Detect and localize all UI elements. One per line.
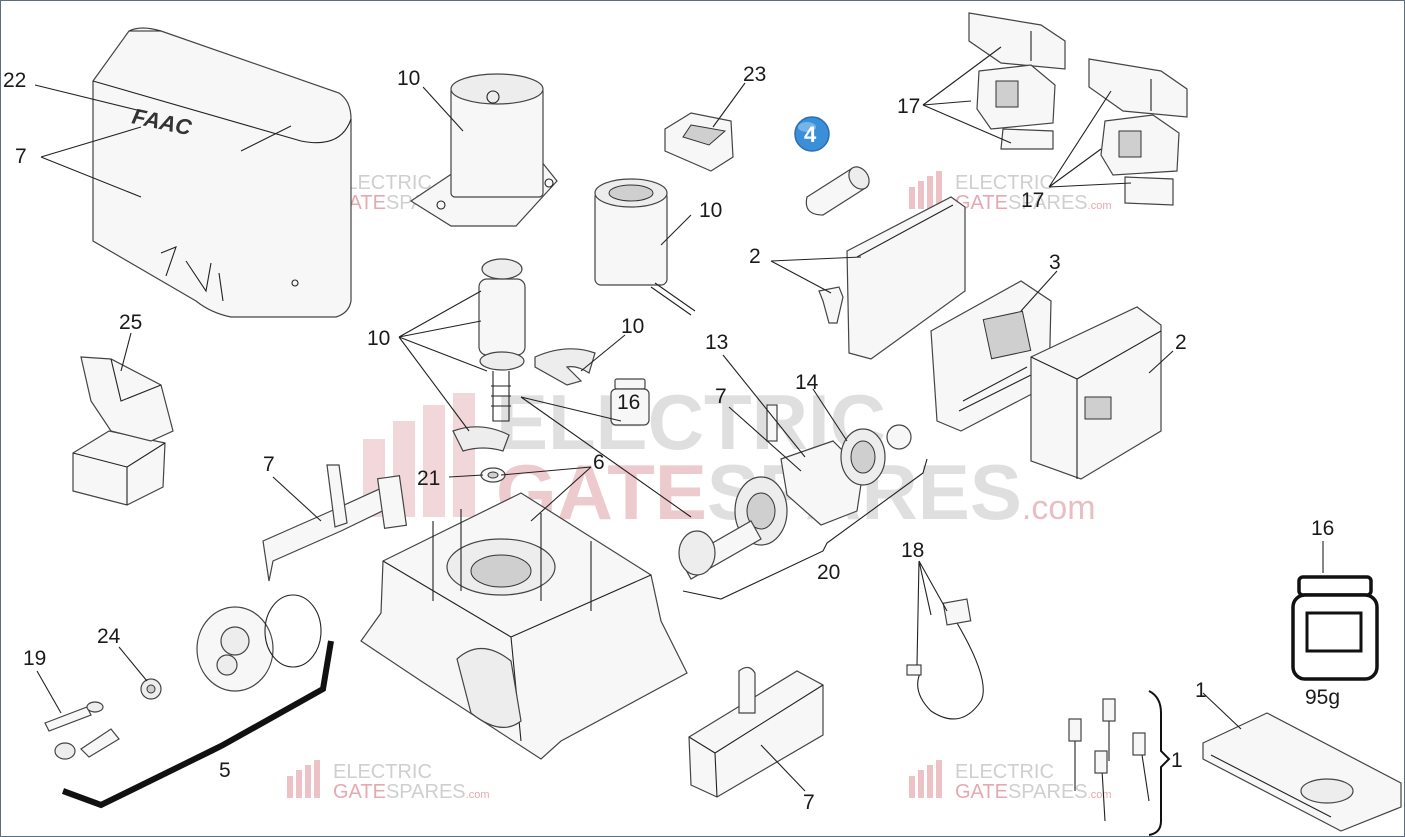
callout-23: 23 <box>743 63 766 86</box>
part-washer[interactable] <box>480 467 506 483</box>
bracket-fittings <box>1148 690 1171 836</box>
callout-10-seal: 10 <box>621 315 644 338</box>
callout-21: 21 <box>417 467 440 490</box>
callout-25: 25 <box>119 311 142 334</box>
callout-22: 22 <box>3 69 26 92</box>
callout-18: 18 <box>901 539 924 562</box>
part-seal-rings[interactable] <box>452 348 596 452</box>
callout-7-weight: 7 <box>803 791 815 814</box>
watermark-bl-spares: SPARES <box>386 781 466 803</box>
callout-10-rotor: 10 <box>367 327 390 350</box>
watermark-tr-line1: ELECTRIC <box>955 172 1054 194</box>
part-grease-jar-large[interactable]: 95g <box>1291 575 1379 709</box>
watermark-bl-line1: ELECTRIC <box>333 761 432 783</box>
part-counterweight[interactable] <box>688 666 824 798</box>
part-stator[interactable] <box>594 178 696 316</box>
callout-10-stator: 10 <box>699 199 722 222</box>
callout-1-plate: 1 <box>1195 679 1207 702</box>
watermark-br-spares: SPARES <box>1008 781 1088 803</box>
callout-7-cover: 7 <box>15 145 27 168</box>
callout-17-upper: 17 <box>897 95 920 118</box>
svg-text:GATESPARES.com: GATESPARES.com <box>333 781 489 803</box>
part-cable-fittings[interactable] <box>1068 698 1150 822</box>
callout-17-lower: 17 <box>1021 189 1044 212</box>
svg-text:GATESPARES.com: GATESPARES.com <box>955 192 1111 214</box>
jar-weight-label: 95g <box>1305 686 1340 709</box>
callout-16-large: 16 <box>1311 517 1334 540</box>
watermark-br-line1: ELECTRIC <box>955 761 1054 783</box>
part-gear-assembly[interactable] <box>678 404 912 580</box>
part-board-cover[interactable] <box>818 196 966 360</box>
part-packaging-box[interactable] <box>72 356 174 506</box>
callout-19: 19 <box>23 647 46 670</box>
callout-16-small: 16 <box>617 391 640 414</box>
part-gearbox-housing[interactable] <box>360 492 688 760</box>
part-capacitor[interactable] <box>805 163 873 216</box>
callout-labels: 22 7 10 23 17 10 17 2 3 2 25 10 10 16 13… <box>3 63 1334 814</box>
part-grease-jar-small[interactable] <box>610 378 650 426</box>
callout-3: 3 <box>1049 251 1061 274</box>
part-control-board[interactable] <box>930 280 1052 432</box>
callout-2-cover: 2 <box>749 245 761 268</box>
badge-number: 4 <box>804 122 817 147</box>
part-rotor[interactable] <box>478 258 526 422</box>
watermark-bottom-left: ELECTRIC GATESPARES.com <box>287 760 489 803</box>
part-number-badge[interactable]: 4 <box>794 116 830 152</box>
callout-10-motor: 10 <box>397 67 420 90</box>
watermark-tr-gate: GATE <box>955 192 1008 214</box>
part-receiver[interactable] <box>664 112 734 172</box>
callout-7-lever: 7 <box>263 453 275 476</box>
leader-lines <box>34 46 1324 792</box>
callout-6: 6 <box>593 451 605 474</box>
part-motor-top[interactable] <box>409 73 558 227</box>
watermark-bl-gate: GATE <box>333 781 386 803</box>
part-screw-set[interactable] <box>44 678 162 760</box>
part-limit-switch-set[interactable] <box>968 12 1188 206</box>
part-pinion-pulley[interactable] <box>196 594 322 692</box>
watermark-tr-com: .com <box>1088 200 1112 212</box>
part-base-plate[interactable] <box>1202 712 1402 832</box>
watermark-br-com: .com <box>1088 789 1112 801</box>
callout-2-box: 2 <box>1175 331 1187 354</box>
watermark-tl-line1: ELECTRIC <box>333 172 432 194</box>
callout-5: 5 <box>219 759 231 782</box>
callout-13: 13 <box>705 331 728 354</box>
callout-20: 20 <box>817 561 840 584</box>
svg-text:GATESPARES.com: GATESPARES.com <box>955 781 1111 803</box>
part-release-lever[interactable] <box>262 464 408 582</box>
bracket-pulley-group <box>61 640 334 809</box>
callout-7-gear: 7 <box>715 385 727 408</box>
callout-24: 24 <box>97 625 121 648</box>
part-cover[interactable]: FAAC <box>92 27 352 318</box>
callout-14: 14 <box>795 371 819 394</box>
watermark-top-right: ELECTRIC GATESPARES.com <box>909 171 1111 214</box>
part-cable-switch[interactable] <box>906 598 984 720</box>
bracket-gear-group <box>682 458 928 600</box>
part-transformer-box[interactable] <box>1030 306 1162 480</box>
watermark-br-gate: GATE <box>955 781 1008 803</box>
callout-1-fittings: 1 <box>1171 749 1183 772</box>
watermark-tr-spares: SPARES <box>1008 192 1088 214</box>
watermark-bottom-right: ELECTRIC GATESPARES.com <box>909 760 1111 803</box>
watermark-bl-com: .com <box>466 789 490 801</box>
watermark-center-com: .com <box>1022 489 1096 527</box>
